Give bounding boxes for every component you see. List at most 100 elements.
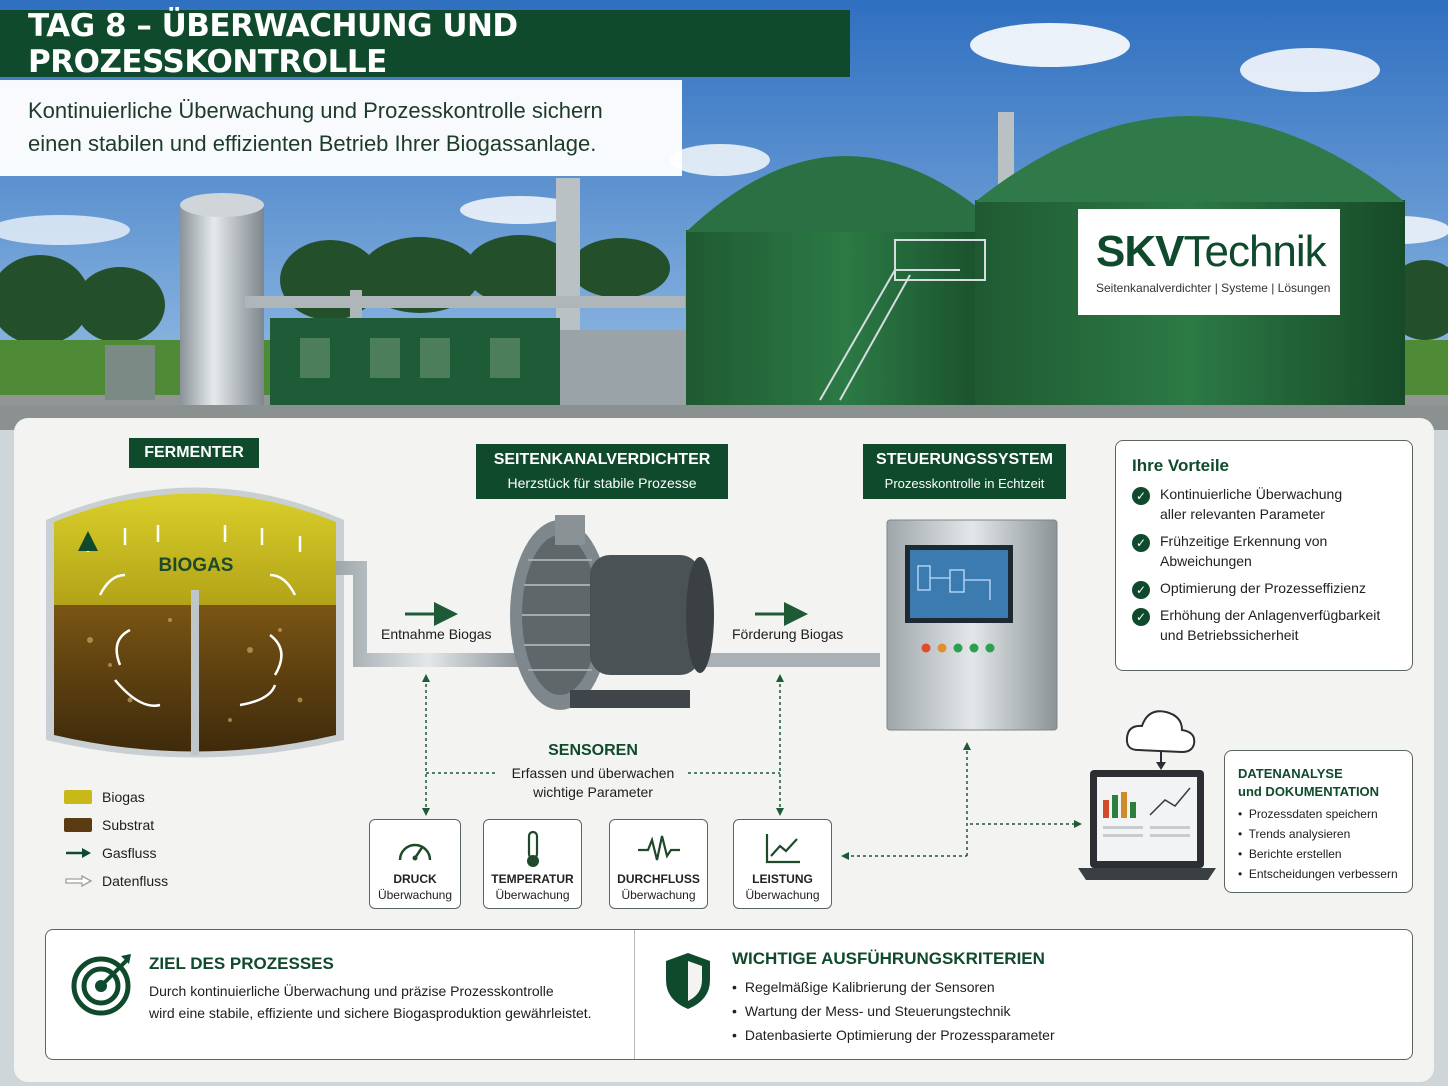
data-analysis-item-text: Berichte erstellen bbox=[1248, 847, 1342, 861]
sensor-temperature-title: TEMPERATUR bbox=[491, 872, 574, 886]
benefit-item: ✓ Kontinuierliche Überwachung aller relev… bbox=[1132, 484, 1342, 524]
criteria-item: Regelmäßige Kalibrierung der Sensoren bbox=[732, 975, 1055, 999]
control-label-title: STEUERUNGSSYSTEM bbox=[876, 451, 1053, 468]
shield-icon bbox=[666, 953, 710, 1009]
benefits-box: Ihre Vorteile ✓ Kontinuierliche Überwachu… bbox=[1115, 440, 1413, 671]
check-icon: ✓ bbox=[1132, 581, 1150, 599]
check-icon: ✓ bbox=[1132, 487, 1150, 505]
brand-logo: SKVTechnik bbox=[1096, 227, 1327, 277]
goal-title: ZIEL DES PROZESSES bbox=[149, 954, 334, 973]
data-analysis-item: • Trends analysieren bbox=[1238, 827, 1351, 841]
data-analysis-item: • Berichte erstellen bbox=[1238, 847, 1342, 861]
data-analysis-title-line-1: DATENANALYSE bbox=[1238, 766, 1343, 781]
data-analysis-item-text: Trends analysieren bbox=[1248, 827, 1351, 841]
sensor-pressure-title: DRUCK bbox=[393, 872, 437, 886]
data-analysis-list: • Prozessdaten speichern • Trends analys… bbox=[1238, 804, 1398, 884]
sensor-power-sub: Überwachung bbox=[745, 888, 820, 902]
criteria-item: Datenbasierte Optimierung der Prozesspar… bbox=[732, 1023, 1055, 1047]
page-title-bar: TAG 8 – ÜBERWACHUNG UND PROZESSKONTROLLE bbox=[0, 8, 850, 80]
outline-arrow-icon bbox=[65, 874, 92, 888]
data-analysis-item: • Prozessdaten speichern bbox=[1238, 807, 1378, 821]
sensors-description: Erfassen und überwachen wichtige Paramet… bbox=[498, 764, 688, 802]
sensor-pressure: DRUCK Überwachung bbox=[369, 819, 461, 909]
sensor-power-title: LEISTUNG bbox=[752, 872, 813, 886]
subtitle-line-1: Kontinuierliche Überwachung und Prozessk… bbox=[28, 98, 603, 123]
gauge-icon bbox=[398, 843, 432, 861]
subtitle-box: Kontinuierliche Überwachung und Prozessk… bbox=[0, 80, 682, 176]
data-analysis-title-line-2: und DOKUMENTATION bbox=[1238, 784, 1380, 799]
legend-gasflow: Gasfluss bbox=[64, 845, 156, 861]
target-icon bbox=[71, 954, 131, 1016]
goal-line-1: Durch kontinuierliche Überwachung und pr… bbox=[149, 983, 554, 999]
legend-biogas: Biogas bbox=[64, 789, 145, 805]
compressor-label: SEITENKANALVERDICHTER Herzstück für stab… bbox=[476, 444, 728, 499]
control-label: STEUERUNGSSYSTEM Prozesskontrolle in Ech… bbox=[863, 444, 1066, 499]
sensor-flow-sub: Überwachung bbox=[621, 888, 696, 902]
goal-line-2: wird eine stabile, effiziente und sicher… bbox=[149, 1005, 592, 1021]
fermenter-biogas-text: BIOGAS bbox=[159, 555, 234, 576]
cloud-icon bbox=[1125, 710, 1196, 770]
criteria-list: Regelmäßige Kalibrierung der Sensoren Wa… bbox=[732, 975, 1055, 1047]
subtitle-line-2: einen stabilen und effizienten Betrieb I… bbox=[28, 131, 597, 156]
goal-text: Durch kontinuierliche Überwachung und pr… bbox=[149, 980, 592, 1024]
compressor-label-title: SEITENKANALVERDICHTER bbox=[493, 451, 711, 468]
benefit-item: ✓ Frühzeitige Erkennung von Abweichungen bbox=[1132, 531, 1327, 571]
sensors-desc-line-1: Erfassen und überwachen bbox=[511, 765, 675, 781]
sensor-power: LEISTUNG Überwachung bbox=[733, 819, 832, 909]
criteria-title: WICHTIGE AUSFÜHRUNGSKRITERIEN bbox=[732, 949, 1045, 968]
legend-substrate: Substrat bbox=[64, 817, 154, 833]
check-icon: ✓ bbox=[1132, 608, 1150, 626]
gas-pipe bbox=[336, 561, 880, 667]
fermenter-label: FERMENTER bbox=[129, 438, 259, 468]
green-arrow-icon bbox=[66, 848, 91, 858]
sensor-temperature: TEMPERATUR Überwachung bbox=[483, 819, 582, 909]
check-icon: ✓ bbox=[1132, 534, 1150, 552]
legend-dataflow: Datenfluss bbox=[64, 873, 168, 889]
data-analysis-item-text: Prozessdaten speichern bbox=[1248, 807, 1378, 821]
waveform-icon bbox=[638, 835, 680, 861]
data-analysis-item-text: Entscheidungen verbessern bbox=[1248, 867, 1398, 881]
sensor-pressure-sub: Überwachung bbox=[377, 888, 453, 902]
data-analysis-item: • Entscheidungen verbessern bbox=[1238, 867, 1398, 881]
trend-chart-icon bbox=[765, 834, 800, 864]
benefit-item: ✓ Erhöhung der Anlagenverfügbarkeit und B… bbox=[1132, 605, 1380, 645]
side-channel-compressor bbox=[510, 515, 714, 710]
fermenter-label-text: FERMENTER bbox=[144, 444, 244, 461]
data-analysis-box: DATENANALYSE und DOKUMENTATION • Prozess… bbox=[1224, 750, 1413, 893]
data-flow-lines bbox=[425, 678, 1078, 857]
legend-label: Gasfluss bbox=[102, 845, 157, 861]
divider bbox=[634, 930, 635, 1059]
brand-name-bold: SKV bbox=[1096, 227, 1184, 276]
intake-flow-label: Entnahme Biogas bbox=[381, 626, 492, 642]
legend-swatch-substrate bbox=[64, 818, 92, 832]
compressor-label-sub: Herzstück für stabile Prozesse bbox=[507, 475, 697, 491]
criteria-item: Wartung der Mess- und Steuerungstechnik bbox=[732, 999, 1055, 1023]
delivery-flow-label: Förderung Biogas bbox=[732, 626, 844, 642]
brand-name-light: Technik bbox=[1183, 227, 1326, 276]
benefit-item: ✓ Optimierung der Prozesseffizienz bbox=[1132, 578, 1366, 599]
control-cabinet bbox=[886, 519, 1058, 731]
legend-label: Substrat bbox=[102, 817, 155, 833]
legend-label: Datenfluss bbox=[102, 873, 169, 889]
fermenter-tank bbox=[46, 487, 344, 758]
bottom-info-box: ZIEL DES PROZESSES Durch kontinuierliche… bbox=[45, 929, 1413, 1060]
benefit-text: Erhöhung der Anlagenverfügbarkeit und Be… bbox=[1160, 607, 1381, 643]
brand-tagline: Seitenkanalverdichter | Systeme | Lösung… bbox=[1096, 281, 1331, 295]
benefit-text: Optimierung der Prozesseffizienz bbox=[1160, 580, 1366, 596]
sensor-flow: DURCHFLUSS Überwachung bbox=[609, 819, 708, 909]
sensors-desc-line-2: wichtige Parameter bbox=[533, 784, 653, 800]
laptop-icon bbox=[1078, 770, 1216, 880]
sensor-temperature-sub: Überwachung bbox=[495, 888, 570, 902]
legend-label: Biogas bbox=[102, 789, 145, 805]
benefit-text: Kontinuierliche Überwachung aller releva… bbox=[1160, 486, 1343, 522]
benefit-text: Frühzeitige Erkennung von Abweichungen bbox=[1160, 533, 1328, 569]
sensors-title: SENSOREN bbox=[548, 742, 638, 759]
legend-swatch-biogas bbox=[64, 790, 92, 804]
control-label-sub: Prozesskontrolle in Echtzeit bbox=[884, 476, 1045, 491]
benefits-title: Ihre Vorteile bbox=[1132, 456, 1229, 475]
data-analysis-title: DATENANALYSE und DOKUMENTATION bbox=[1238, 765, 1379, 801]
sensor-flow-title: DURCHFLUSS bbox=[617, 872, 700, 886]
thermometer-icon bbox=[527, 830, 539, 867]
page-subtitle: Kontinuierliche Überwachung und Prozessk… bbox=[28, 94, 603, 160]
